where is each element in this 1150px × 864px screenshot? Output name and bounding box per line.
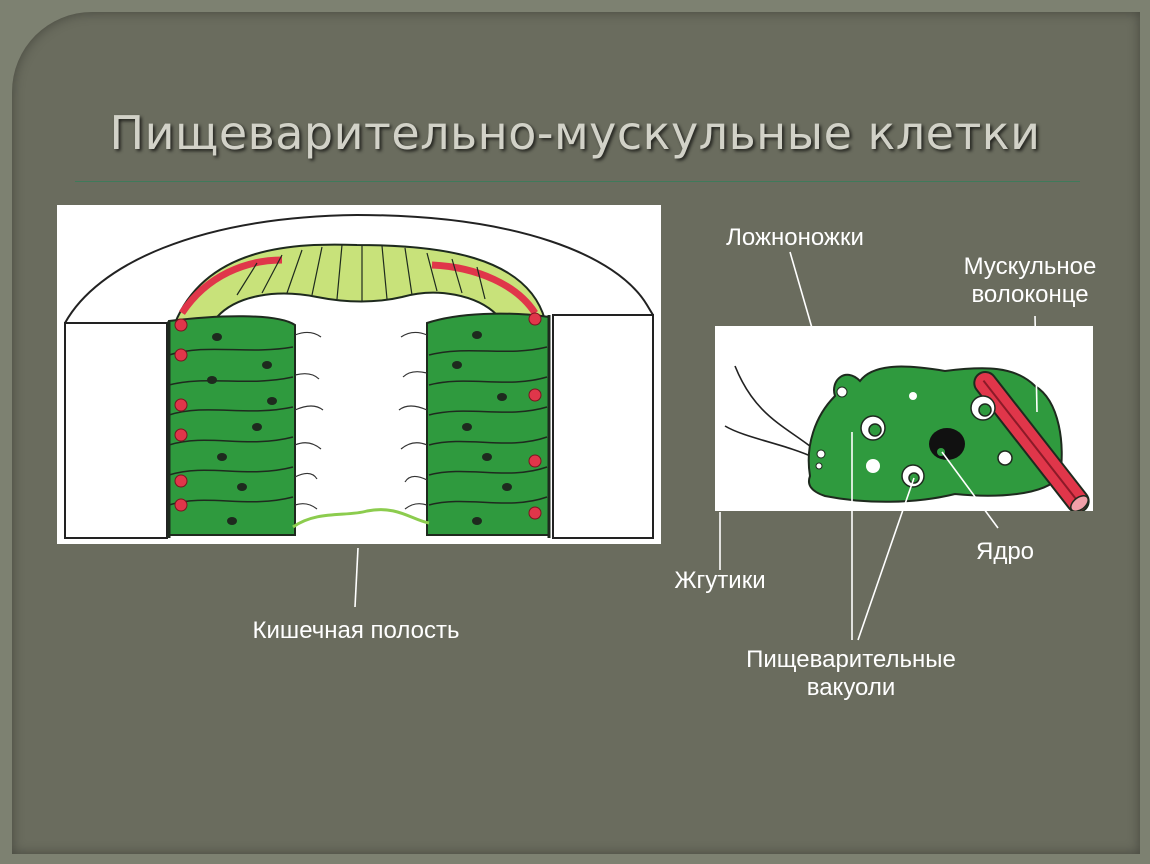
label-vacuoles-line1: Пищеварительные <box>746 646 956 673</box>
label-flagella: Жгутики <box>650 567 790 595</box>
label-gut-cavity-text: Кишечная полость <box>252 617 460 644</box>
label-flagella-text: Жгутики <box>674 567 766 594</box>
slide-title: Пищеварительно-мускульные клетки <box>109 106 1041 160</box>
label-nucleus-text: Ядро <box>975 538 1035 565</box>
leader-nucleus <box>941 451 999 529</box>
leader-pseudopodia <box>789 251 813 329</box>
label-pseudopodia-text: Ложноножки <box>726 224 864 251</box>
leader-muscle-fiber <box>1034 315 1038 413</box>
label-vacuoles-line2: вакуоли <box>806 674 896 701</box>
leader-gut-cavity <box>354 547 359 608</box>
leader-vacuole-2 <box>857 477 915 641</box>
body-wall-illustration <box>57 205 661 544</box>
single-cell-drawing <box>724 365 1090 514</box>
title-divider <box>75 181 1080 182</box>
label-muscle-fiber-line2: волоконце <box>971 281 1089 308</box>
label-digestive-vacuoles: Пищеварительные вакуоли <box>708 646 994 702</box>
label-nucleus: Ядро <box>955 538 1055 566</box>
label-muscle-fiber: Мускульное волоконце <box>935 253 1125 309</box>
label-gut-cavity: Кишечная полость <box>216 617 496 645</box>
label-pseudopodia: Ложноножки <box>700 224 890 252</box>
single-cell-illustration <box>715 326 1093 514</box>
label-muscle-fiber-line1: Мускульное <box>963 253 1097 280</box>
body-wall-drawing <box>64 213 654 539</box>
